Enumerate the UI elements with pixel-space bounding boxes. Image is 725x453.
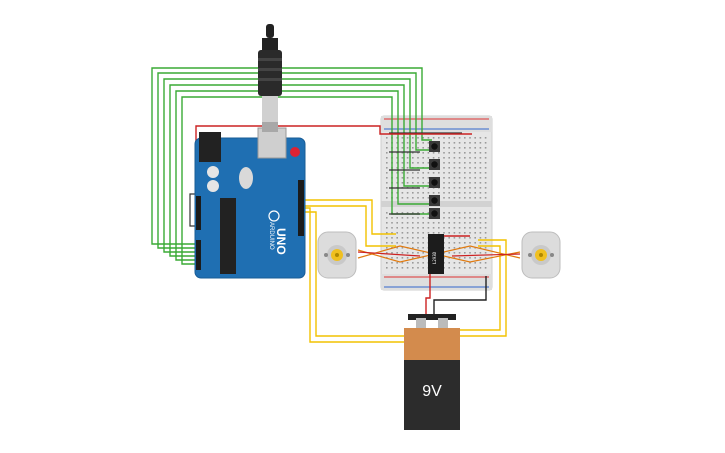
power-header [196,196,201,230]
push-button-1[interactable] [429,141,440,152]
arduino-uno-board[interactable]: ARDUINO UNO [194,127,306,279]
atmega-chip [220,198,236,274]
push-button-5[interactable] [429,208,440,219]
battery-top [404,328,460,360]
battery-terminal-positive [416,318,426,328]
wire-motor-red[interactable] [357,251,521,257]
brand-text: ARDUINO [268,222,274,250]
battery-9v[interactable]: 9V [404,314,460,430]
digital-header [298,180,304,236]
dc-jack [199,132,221,162]
usb-port [257,127,287,159]
push-buttons[interactable] [429,141,440,219]
model-text: UNO [274,228,288,255]
crystal [239,167,253,189]
l293d-driver-ic[interactable]: L293D [428,234,444,274]
analog-header [196,240,201,270]
battery-body [404,360,460,430]
push-button-3[interactable] [429,177,440,188]
wire-black[interactable] [433,276,487,318]
dc-motor-left[interactable] [317,231,357,279]
arduino-logo-icon [268,210,280,222]
battery-label: 9V [422,383,442,400]
wire-group-dark[interactable] [189,132,462,227]
push-button-4[interactable] [429,195,440,206]
push-button-2[interactable] [429,159,440,170]
dc-motor-right[interactable] [521,231,561,279]
reset-button [290,147,300,157]
battery-terminal-negative [438,318,448,328]
driver-chip-label: L293D [432,251,437,264]
dc-power-plug[interactable] [258,24,282,132]
wire-group-yellow[interactable] [304,199,507,343]
